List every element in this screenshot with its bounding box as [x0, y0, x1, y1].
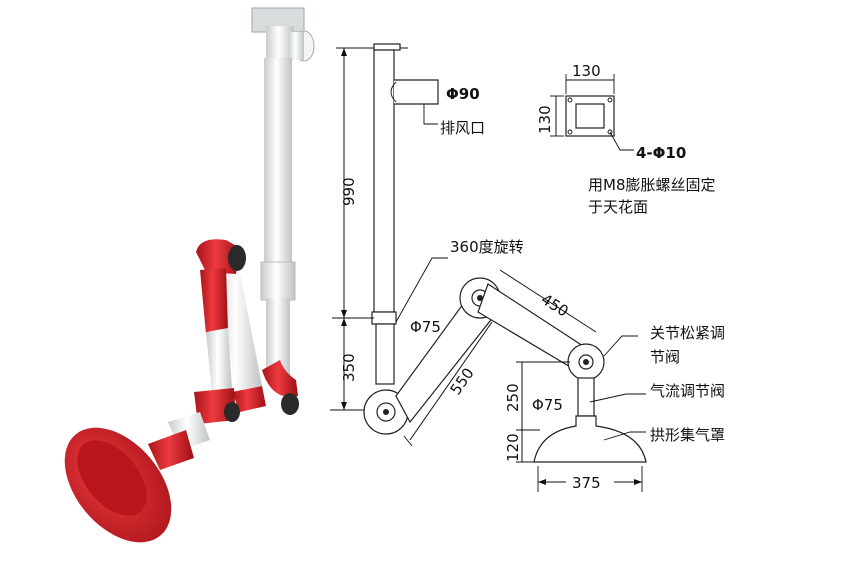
rotation-label: 360度旋转 — [450, 238, 524, 256]
lower-joint-knob — [281, 393, 299, 415]
arm-lower-white — [206, 328, 232, 394]
bolt-leader — [609, 131, 634, 151]
arm-segment-2-length: 450 — [538, 290, 572, 320]
bolt-hole-2 — [607, 97, 613, 103]
dim-550-line — [409, 321, 493, 441]
pipe-coupling-drawing — [371, 311, 397, 325]
flange-width: 130 — [572, 62, 601, 80]
tee-branch — [288, 32, 304, 60]
outlet-diameter-label: Φ90 — [446, 85, 480, 103]
bolt-hole-3 — [567, 129, 573, 135]
hood-width: 375 — [572, 474, 601, 492]
elbow-joint — [196, 239, 240, 274]
dim-375-label-bg — [566, 472, 614, 490]
lower-pipe-length: 350 — [340, 353, 358, 382]
pipe-coupling — [260, 261, 296, 301]
upper-pipe-length: 990 — [340, 177, 358, 206]
elbow-knob — [228, 245, 246, 271]
flange-height: 130 — [536, 105, 554, 134]
technical-drawing: Φ90 排风口 990 350 Φ75 550 360度旋转 450 — [330, 43, 725, 492]
mount-note-line2: 于天花面 — [588, 198, 648, 216]
elbow-joint-center — [477, 295, 483, 301]
outlet-label: 排风口 — [440, 119, 485, 137]
base-joint-center — [383, 409, 389, 415]
joint-label-line2: 节阀 — [650, 348, 680, 366]
outlet-branch — [394, 79, 439, 105]
outlet-leader — [423, 104, 438, 125]
hood-neck-height: 250 — [504, 383, 522, 412]
pipe-diameter-2: Φ75 — [532, 396, 563, 414]
dim-550-tick1 — [403, 435, 413, 447]
arm-lower-red — [200, 268, 228, 334]
mount-note-line1: 用M8膨胀螺丝固定 — [588, 176, 716, 194]
hood-leader — [603, 431, 646, 441]
arm-segment-450 — [477, 283, 581, 369]
lower-pipe — [375, 323, 395, 385]
airflow-valve-label: 气流调节阀 — [650, 382, 725, 400]
hood-height: 120 — [504, 433, 522, 462]
outlet-curve — [390, 81, 397, 103]
arched-hood — [533, 415, 647, 463]
vertical-pipe — [264, 58, 292, 268]
hood-neck-drawing — [577, 377, 595, 417]
bolt-hole-1 — [567, 97, 573, 103]
mount-plate — [373, 43, 401, 51]
hood-joint-knob — [224, 402, 240, 422]
dim-450-line — [499, 269, 597, 333]
hood-neck-red — [148, 430, 194, 470]
lower-joint — [262, 360, 298, 397]
airflow-leader — [589, 393, 646, 403]
fume-extraction-arm-photo — [64, 7, 315, 543]
flange-opening — [575, 103, 605, 129]
arm-segment-upper-red — [232, 386, 266, 412]
pipe-diameter-1: Φ75 — [410, 318, 441, 336]
hood-inner — [77, 440, 147, 516]
hood-label: 拱形集气罩 — [650, 426, 725, 444]
bolt-holes-label: 4-Φ10 — [636, 144, 686, 162]
bolt-hole-4 — [607, 129, 613, 135]
rotation-leader — [395, 257, 448, 323]
joint-label-line1: 关节松紧调 — [650, 324, 725, 342]
joint-leader — [603, 335, 638, 357]
hood-joint-center — [583, 359, 589, 365]
